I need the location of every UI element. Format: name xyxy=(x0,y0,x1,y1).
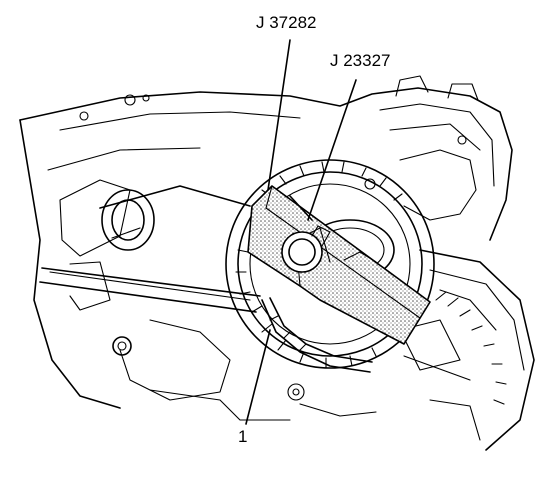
case-boss xyxy=(99,185,251,251)
callout-tool-j23327: J 23327 xyxy=(330,51,391,70)
callout-tool-j37282: J 37282 xyxy=(256,13,317,32)
leader-lines xyxy=(245,39,357,425)
bearing-assembly xyxy=(225,159,435,369)
callout-item-1: 1 xyxy=(238,427,248,446)
shaft xyxy=(39,267,261,313)
external-gear xyxy=(399,249,535,451)
tool-j37282-bar xyxy=(247,185,431,345)
retaining-strap xyxy=(261,297,373,373)
transmission-case xyxy=(19,75,513,421)
tool-j23327-bolt xyxy=(281,225,377,273)
